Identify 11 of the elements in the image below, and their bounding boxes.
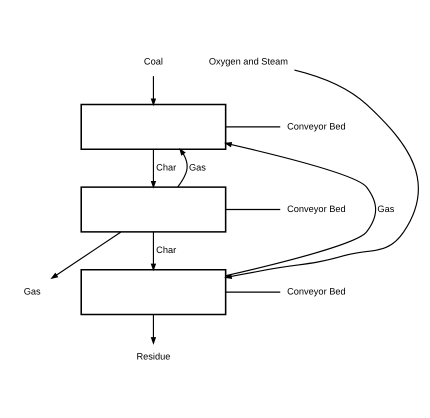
edge-label: Char (156, 244, 176, 255)
node-text: Conveyor Bed (287, 203, 346, 214)
node-text: Residue (136, 350, 170, 361)
edge-label: Gas (377, 203, 394, 214)
node-text: Oxygen and Steam (208, 56, 288, 66)
node-text: Conveyor Bed (287, 120, 346, 131)
edge-label: Gas (188, 162, 206, 172)
node-text: Gas (24, 286, 41, 296)
node-text: Coal (144, 56, 163, 66)
node-text: Conveyor Bed (287, 286, 346, 296)
edge-label: Char (156, 162, 176, 172)
